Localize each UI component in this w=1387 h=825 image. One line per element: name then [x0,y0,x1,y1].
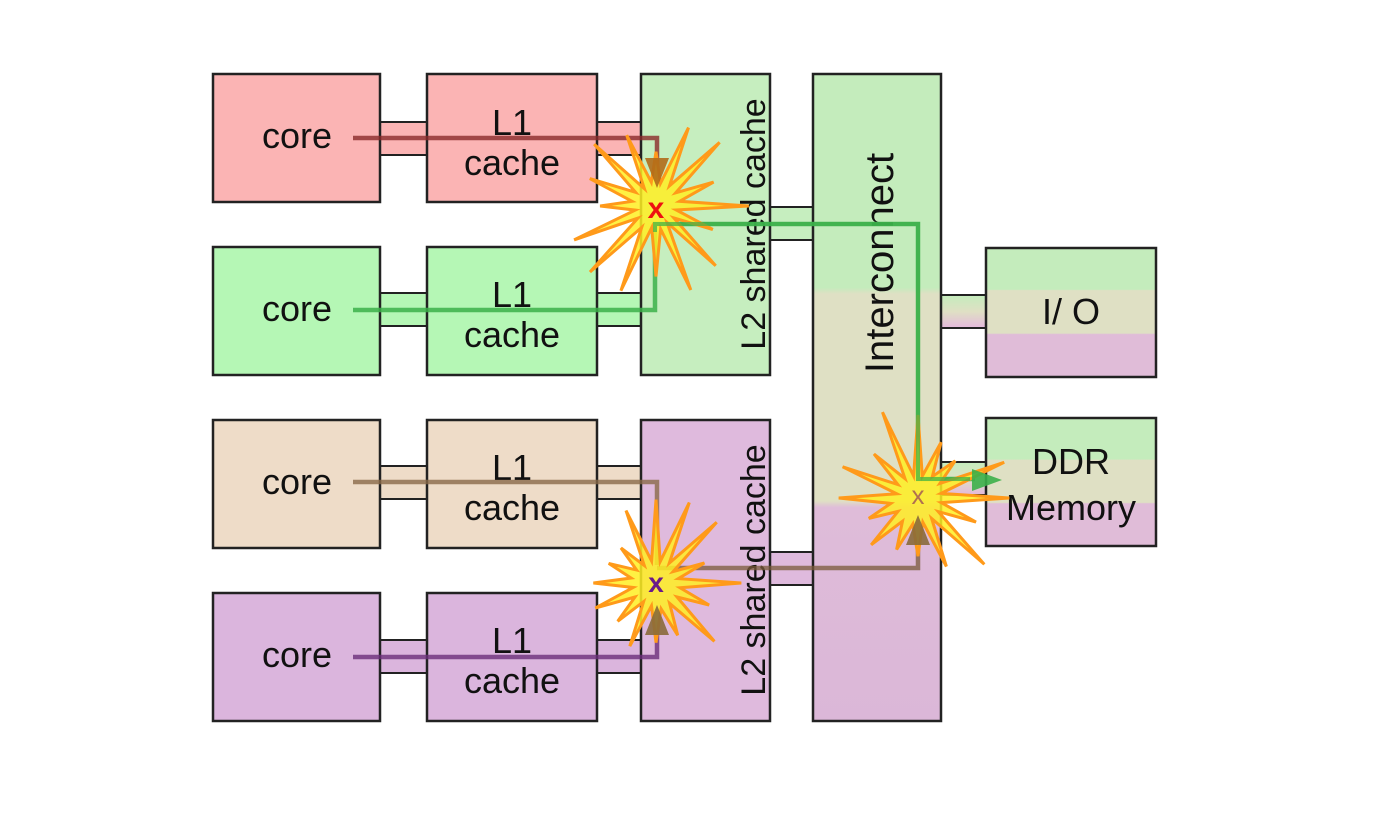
arrowhead-up-icon [906,515,930,545]
ddr-label-line2: Memory [1006,487,1136,528]
io-block: I/ O [984,246,1158,379]
arrows-and-markers: x x x [645,158,1002,635]
arrowhead-up-icon [645,605,669,635]
core-label: core [262,461,332,502]
core-box [211,72,382,204]
conflict-marker-red: x [648,192,665,225]
core-label: core [262,288,332,329]
l1-label-line1: L1 [492,620,532,661]
burst-interconnect-icon [838,411,1010,568]
contention-bursts [573,126,1010,647]
ddr-memory-block: DDR Memory [984,416,1158,548]
burst-l2-bottom-icon [593,499,742,647]
burst-l2-top-icon [573,126,749,292]
ddr-label-line1: DDR [1032,441,1110,482]
arrowhead-right-icon [972,469,1002,491]
core-label: core [262,634,332,675]
arrowhead-down-icon [645,158,669,188]
l1-label-line2: cache [464,314,560,355]
core-box [211,418,382,550]
interconnect: Interconnect [811,72,943,723]
core-box [211,245,382,377]
l1-label-line2: cache [464,142,560,183]
l1-label-line2: cache [464,660,560,701]
conflict-marker-brown: x [912,480,925,510]
core-row-2: core L1 cache [211,245,599,377]
l1-label-line2: cache [464,487,560,528]
connector-interconnect-io [938,294,989,329]
io-box [984,246,1158,379]
ddr-memory-box [984,416,1158,548]
path-core2-overlay [653,222,970,481]
core-box [211,591,382,723]
interconnect-label: Interconnect [858,153,902,373]
core-label: core [262,115,332,156]
io-label: I/ O [1042,291,1100,332]
conflict-marker-purple: x [648,567,664,598]
